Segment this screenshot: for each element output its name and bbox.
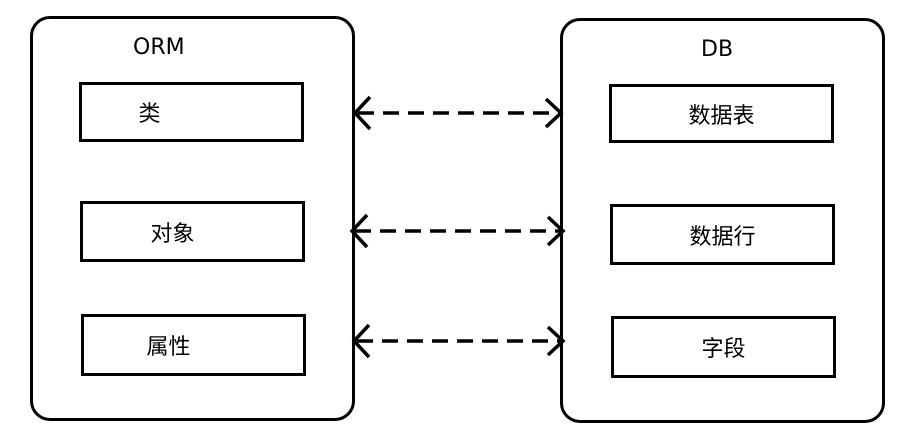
orm-class-label: 类 [138, 102, 161, 127]
db-field-label: 字段 [701, 337, 746, 362]
link-class-table-right-arrowhead [544, 97, 564, 129]
link-object-row-left-arrowhead [349, 213, 369, 249]
db-table-label: 数据表 [688, 103, 755, 129]
db-title: DB [701, 37, 734, 62]
link-attribute-field-left-arrowhead [351, 323, 371, 359]
db-row-box: 数据行 [610, 204, 835, 265]
link-attribute-field-right-arrowhead [546, 325, 566, 357]
link-object-row-right-arrowhead [546, 215, 566, 247]
orm-attribute-box: 属性 [81, 314, 306, 376]
orm-object-label: 对象 [150, 221, 195, 247]
db-table-box: 数据表 [609, 84, 834, 143]
db-field-box: 字段 [611, 316, 836, 378]
link-class-table-left-arrowhead [352, 95, 372, 131]
orm-class-box: 类 [79, 82, 304, 142]
orm-attribute-label: 属性 [146, 335, 191, 360]
orm-title: ORM [133, 35, 185, 60]
db-row-label: 数据行 [689, 224, 756, 250]
orm-object-box: 对象 [80, 201, 305, 262]
